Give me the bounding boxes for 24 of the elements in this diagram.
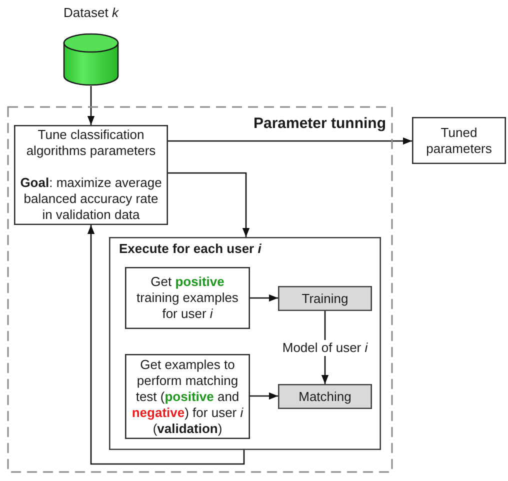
- region-title: Parameter tunning: [253, 115, 386, 133]
- step-text: Tune classification algorithms parameters: [25, 127, 157, 159]
- step-text: Get positive training examples for user i: [136, 274, 240, 322]
- group-title: Execute for each user i: [119, 241, 262, 257]
- step-text: Matching: [298, 388, 352, 404]
- process-box: [278, 286, 372, 311]
- process-box: [278, 384, 372, 409]
- arrow: [87, 86, 95, 125]
- edge-label: Model of user i: [280, 340, 370, 356]
- dataset-label: Dataset k: [62, 5, 120, 21]
- step-text: Tuned parameters: [425, 124, 493, 156]
- arrow: [250, 392, 278, 400]
- process-box: [125, 267, 250, 329]
- arrow: [250, 294, 278, 302]
- arrow: [168, 172, 250, 237]
- step-text: Get examples to perform matching test (positive and negative) for user i (validation): [130, 356, 244, 436]
- step-text: Training: [302, 290, 348, 306]
- process-box: [412, 117, 506, 164]
- dashed-region: [7, 106, 393, 473]
- group-frame: [109, 237, 381, 450]
- process-box: [14, 125, 168, 225]
- arrow: [168, 137, 412, 145]
- arrow: [87, 225, 245, 465]
- goal-text: Goal: maximize average balanced accuracy rate in validation data: [19, 175, 163, 223]
